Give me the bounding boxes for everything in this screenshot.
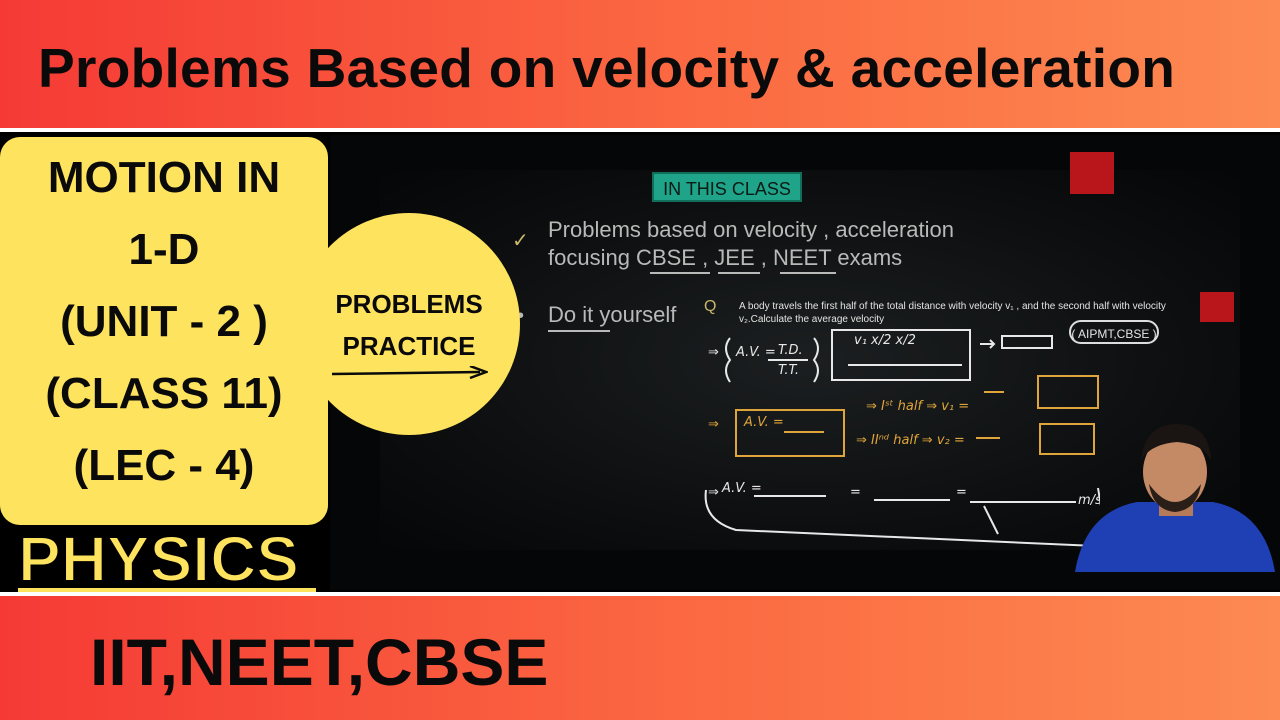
svg-text:A.V. =: A.V. = xyxy=(721,481,762,496)
svg-text:m/s: m/s xyxy=(1078,493,1100,508)
question-icon: Q xyxy=(704,298,717,315)
svg-text:A.V. =: A.V. = xyxy=(743,415,784,430)
point-one-line-one: Problems based on velocity , acceleratio… xyxy=(548,217,954,242)
blackboard-glow xyxy=(380,170,1240,550)
problems-practice-badge: PROBLEMS PRACTICE xyxy=(298,213,520,435)
svg-text:⇒: ⇒ xyxy=(708,417,719,432)
topic-line-class: (CLASS 11) xyxy=(45,369,283,418)
bullet-dot-icon: • xyxy=(517,305,525,327)
svg-text:T.T.: T.T. xyxy=(778,363,799,378)
svg-text:=: = xyxy=(850,485,861,500)
subject-underline xyxy=(18,588,316,592)
red-square-marker xyxy=(1070,152,1114,194)
topic-line-1d: 1-D xyxy=(128,225,200,274)
topic-box: MOTION IN 1-D (UNIT - 2 ) (CLASS 11) (LE… xyxy=(0,137,328,525)
handwritten-solution: ⇒ A.V. = T.D. T.T. v₁ x/2 x/2 ⇒ A.V. = =… xyxy=(704,329,1100,548)
in-this-class-tag: IN THIS CLASS xyxy=(652,172,802,202)
top-banner: Problems Based on velocity & acceleratio… xyxy=(0,0,1280,132)
arrow-right-icon xyxy=(332,366,488,380)
underline-jee xyxy=(718,272,760,274)
exam-tag: ( AIPMT,CBSE ) xyxy=(1069,320,1159,344)
badge-line-problems: PROBLEMS xyxy=(335,289,483,319)
teacher-photo xyxy=(1075,424,1275,572)
topic-line-unit: (UNIT - 2 ) xyxy=(60,297,268,346)
bottom-banner: IIT,NEET,CBSE xyxy=(0,592,1280,720)
point-one-line-two: focusing CBSE , JEE , NEET exams xyxy=(548,245,903,270)
topic-line-motion: MOTION IN xyxy=(47,153,281,202)
svg-text:A.V. =: A.V. = xyxy=(735,345,776,360)
exam-targets: IIT,NEET,CBSE xyxy=(90,625,549,699)
red-square-marker-small xyxy=(1200,292,1234,322)
svg-text:⇒ Iˢᵗ half ⇒ v₁ =: ⇒ Iˢᵗ half ⇒ v₁ = xyxy=(866,399,969,414)
svg-text:T.D.: T.D. xyxy=(778,343,803,358)
badge-line-practice: PRACTICE xyxy=(342,331,476,361)
question-text: A body travels the first half of the tot… xyxy=(739,301,1166,325)
svg-text:⇒ IIⁿᵈ half ⇒ v₂ =: ⇒ IIⁿᵈ half ⇒ v₂ = xyxy=(856,433,965,448)
subject-label: PHYSICS xyxy=(17,522,300,596)
underline-do-it xyxy=(548,330,610,332)
underline-cbse xyxy=(650,272,710,274)
underline-neet xyxy=(780,272,836,274)
svg-text:⇒: ⇒ xyxy=(708,485,719,500)
checkmark-icon: ✓ xyxy=(512,230,529,252)
svg-text:=: = xyxy=(956,485,967,500)
point-two: Do it yourself xyxy=(548,302,677,327)
page-title: Problems Based on velocity & acceleratio… xyxy=(38,37,1176,99)
svg-text:v₁ x/2 x/2: v₁ x/2 x/2 xyxy=(854,333,916,348)
topic-line-lecture: (LEC - 4) xyxy=(73,441,255,490)
svg-text:⇒: ⇒ xyxy=(708,345,719,360)
